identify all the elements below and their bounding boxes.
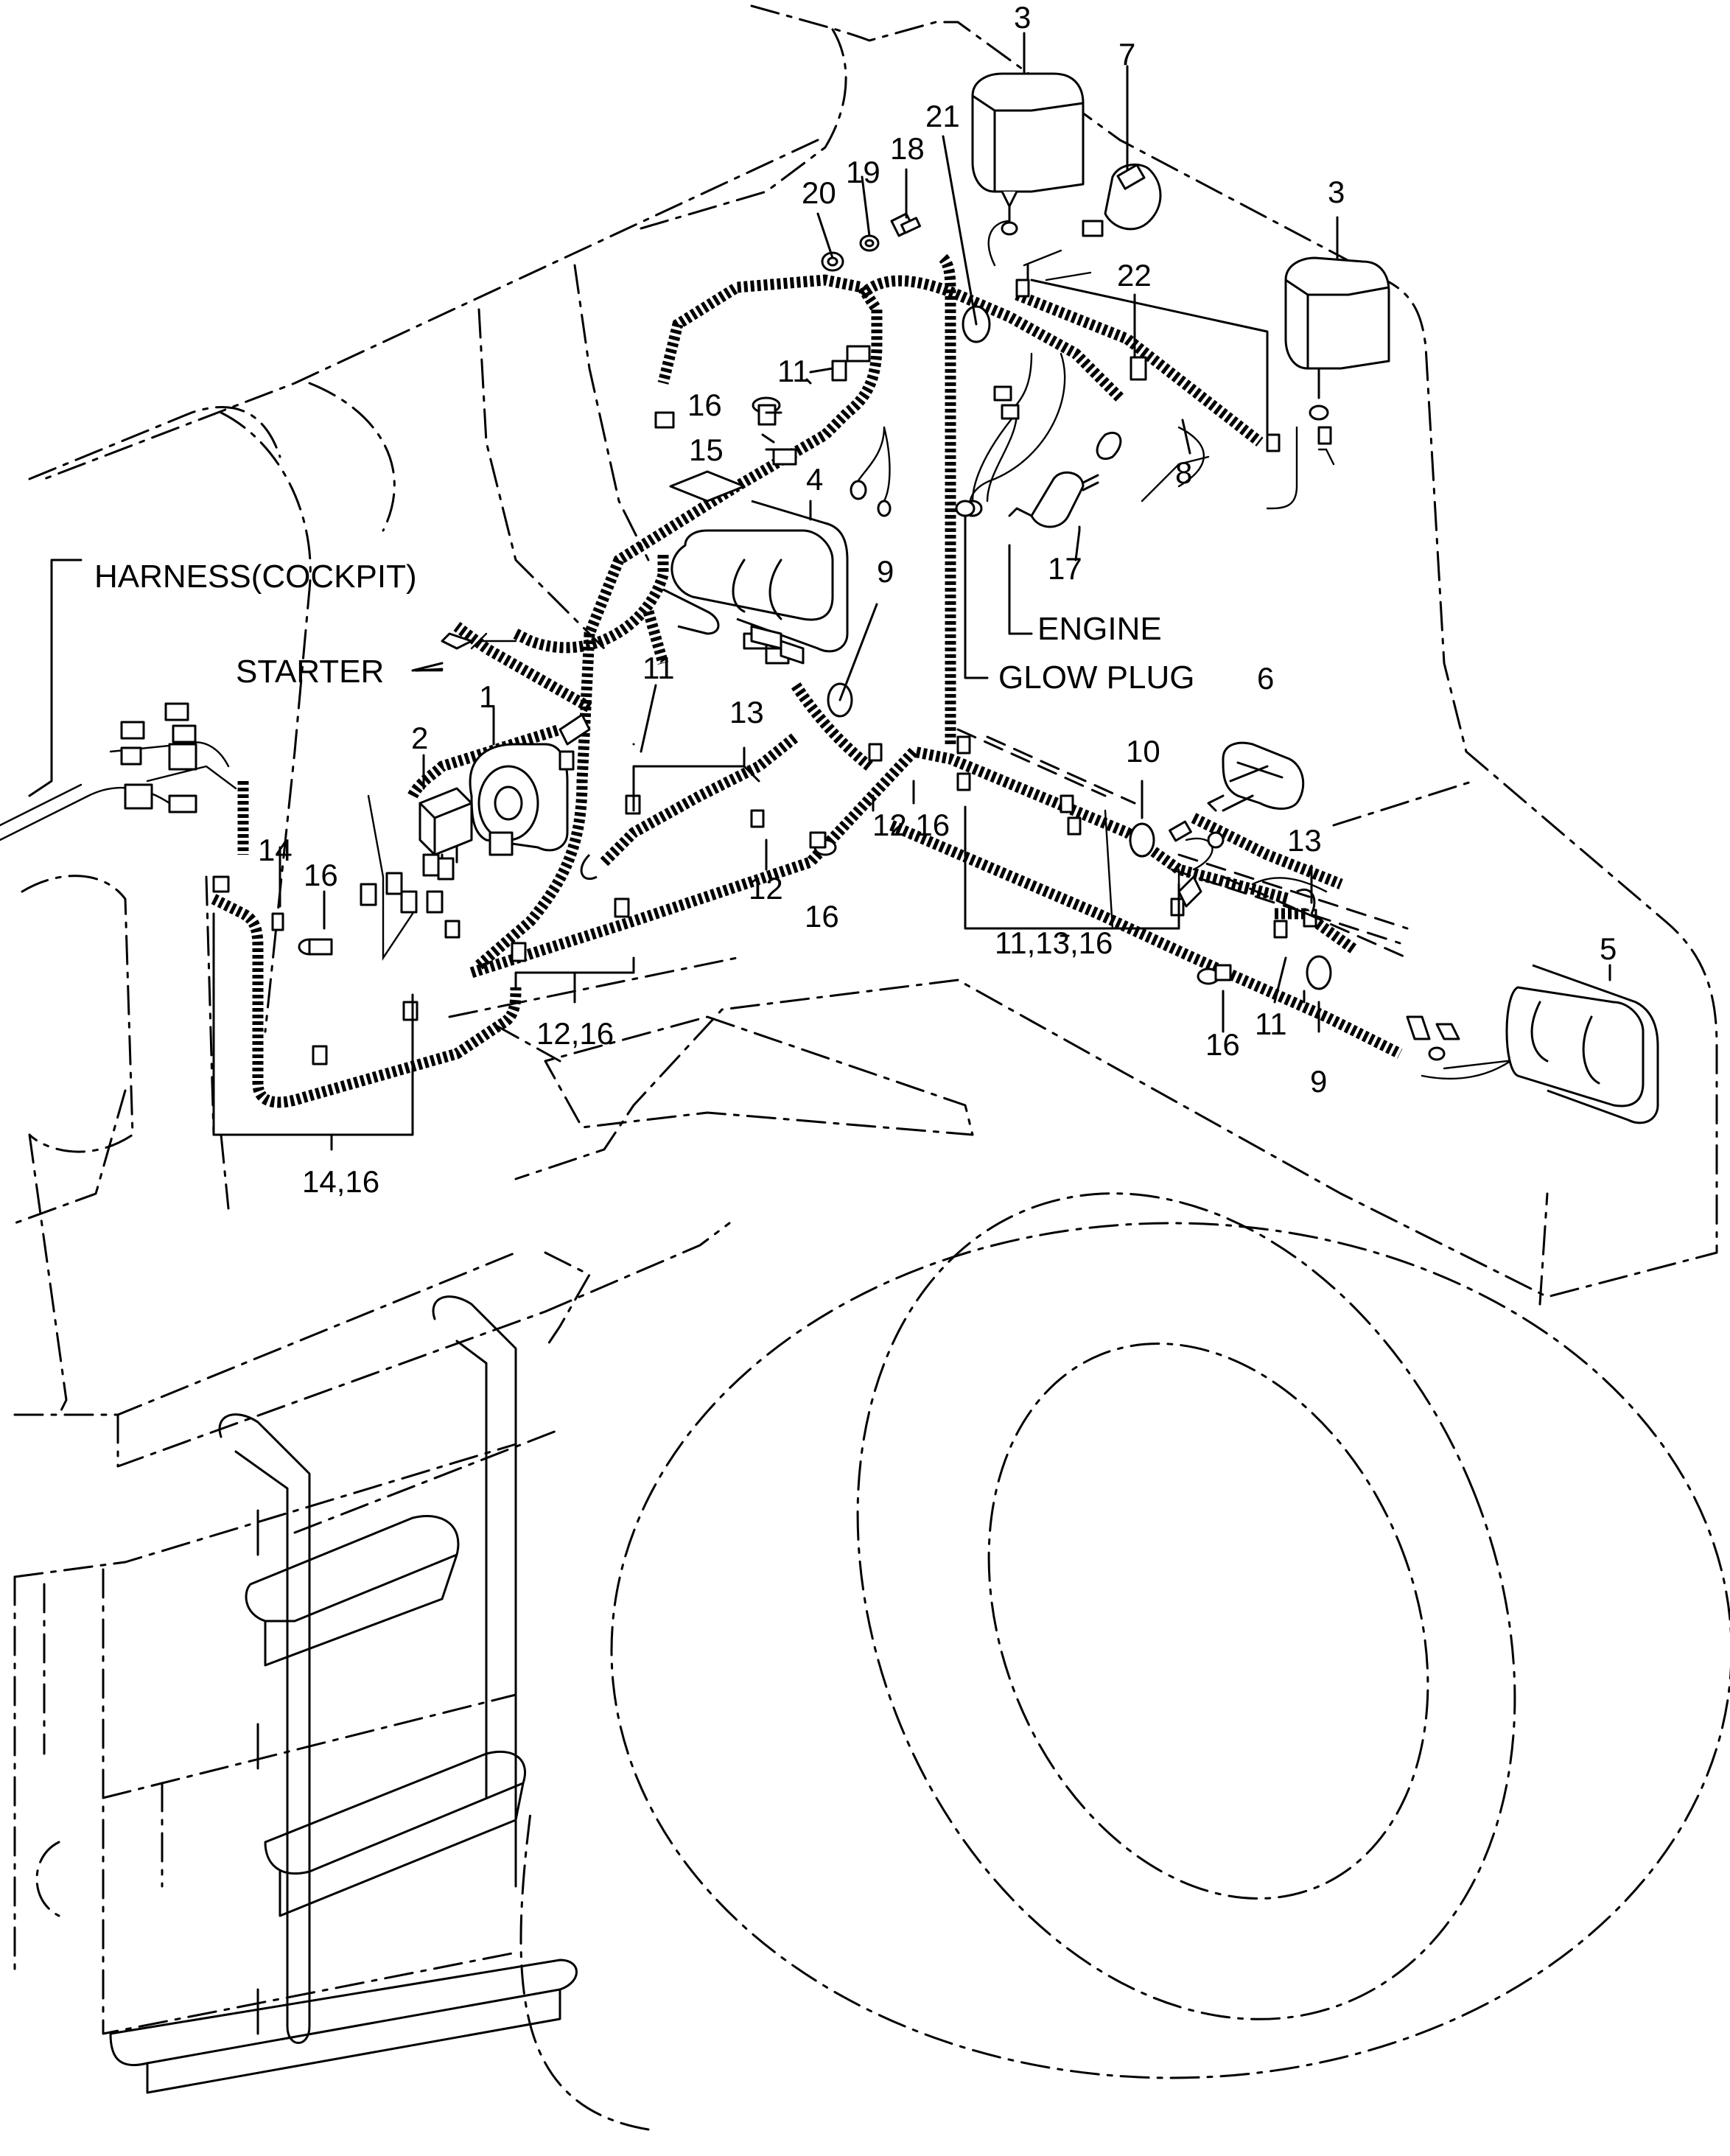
callout-11-13-16: 11,13,16	[995, 925, 1113, 960]
callout-3-right: 3	[1328, 175, 1345, 209]
callout-22: 22	[1117, 258, 1152, 293]
clamp-22	[1130, 356, 1147, 381]
parts	[120, 72, 1659, 1124]
grommet-10	[1129, 822, 1155, 858]
callout-16-right: 16	[1205, 1027, 1240, 1062]
callout-20: 20	[802, 175, 836, 210]
cockpit-connectors	[120, 702, 197, 813]
hidden-lines-right	[1222, 875, 1409, 959]
callout-13-right: 13	[1287, 823, 1322, 858]
horn-7	[1082, 163, 1162, 237]
work-lamp-3-top	[971, 72, 1085, 236]
callout-2: 2	[411, 721, 428, 755]
callout-5: 5	[1600, 931, 1617, 966]
rear-wheel-outline	[519, 1192, 1730, 2131]
work-lamp-3-right	[1284, 256, 1390, 445]
callout-18: 18	[890, 131, 925, 166]
callout-10: 10	[1126, 734, 1160, 769]
callout-11-right: 11	[1255, 1007, 1287, 1041]
callout-12-16-right: 12,16	[872, 808, 950, 842]
callout-16-left: 16	[304, 858, 338, 892]
callout-4: 4	[806, 462, 823, 497]
callout-19: 19	[846, 155, 880, 189]
bolt-16-left	[298, 938, 333, 956]
tail-lamp-5	[1406, 964, 1659, 1124]
bolt-16-center	[809, 831, 837, 856]
note-engine: ENGINE	[1037, 611, 1162, 647]
callout-8: 8	[1175, 455, 1192, 490]
callout-21: 21	[925, 99, 960, 133]
grommet-9-lower	[1306, 955, 1332, 990]
callout-15: 15	[689, 433, 724, 467]
callout-14-16: 14,16	[302, 1164, 379, 1199]
bolt-16-top	[752, 396, 781, 444]
callout-11-top: 11	[777, 354, 810, 388]
callout-3-top: 3	[1014, 0, 1031, 35]
reflector-6	[1169, 741, 1305, 849]
note-glow-plug: GLOW PLUG	[998, 659, 1195, 696]
callout-7: 7	[1118, 37, 1135, 71]
glow-plug-17	[962, 471, 1099, 528]
callout-12-16-lower: 12,16	[536, 1016, 614, 1051]
bolt-16-right	[1197, 964, 1232, 985]
connectors-cluster	[360, 853, 460, 939]
callout-16-top: 16	[687, 388, 722, 422]
leader-lines	[28, 32, 1611, 1151]
callout-9-upper: 9	[877, 554, 894, 589]
tail-lamp-4	[662, 470, 849, 665]
callout-11-mid: 11	[642, 651, 675, 685]
callout-13-center: 13	[729, 695, 764, 729]
callouts: 1 2 3 3 4 5 6 7 8 9 9 10 11 11 11 11,13,…	[258, 0, 1617, 1199]
callout-17: 17	[1048, 551, 1082, 586]
leader-starter	[415, 668, 444, 672]
fasteners-18-19-20	[821, 212, 922, 272]
callout-6: 6	[1257, 661, 1274, 696]
machine-outline	[13, 4, 1718, 2035]
callout-1: 1	[479, 679, 496, 714]
callout-12: 12	[749, 871, 783, 906]
callout-9-lower: 9	[1310, 1064, 1327, 1099]
callout-16-center: 16	[805, 899, 839, 934]
notes: HARNESS(COCKPIT) STARTER ENGINE GLOW PLU…	[94, 559, 1195, 696]
step-ladder	[109, 1295, 578, 2094]
starter-motor-1	[469, 713, 591, 856]
callout-14: 14	[258, 833, 293, 867]
note-starter: STARTER	[236, 654, 384, 690]
note-harness-cockpit: HARNESS(COCKPIT)	[94, 559, 417, 595]
